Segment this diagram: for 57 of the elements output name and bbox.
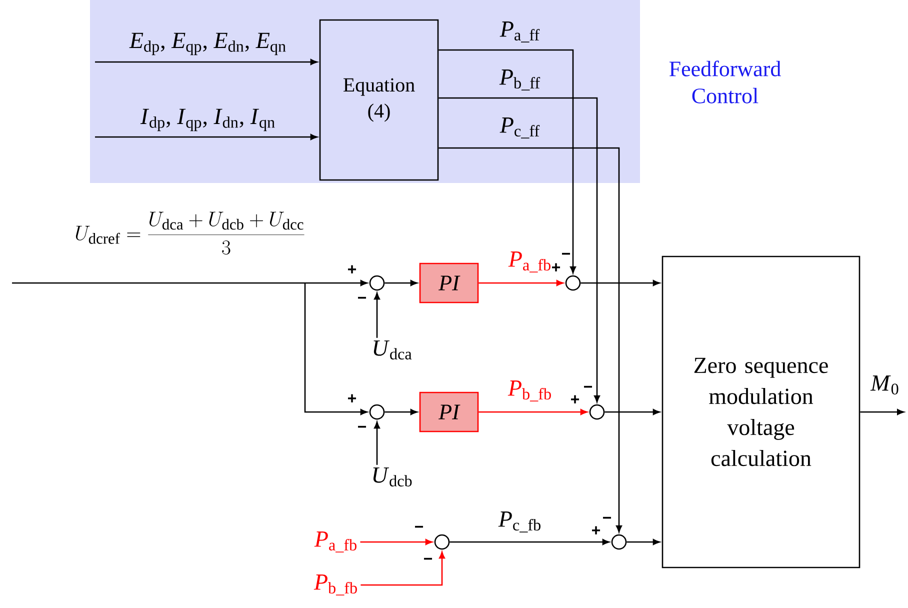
arrow — [374, 292, 380, 338]
sign-label: − — [424, 558, 432, 560]
arrow — [478, 409, 588, 415]
calculation-box: Zero sequence modulation voltage calculation — [662, 256, 860, 568]
summing-junction — [434, 534, 450, 550]
arrow — [478, 280, 564, 286]
sign-label: − — [562, 252, 570, 255]
edge-label: P$_{a_fb}$ — [508, 252, 550, 272]
sign-label: + — [571, 395, 580, 404]
edge-label: I$_{dp}$, I$_{qp}$, I$_{dn}$, I$_{qn}$ — [140, 108, 275, 132]
edge-label: P$_{c_ff}$ — [500, 118, 540, 138]
edge-label: $U_{\mathrm{dcref}} = \frac{U_{\mathrm{dca}} + U_{\mathrm{dcb}} + U_{\mathrm{dcc}}}{3}$ — [76, 212, 304, 255]
sign-label: − — [358, 296, 366, 299]
sign-label: − — [584, 386, 592, 388]
summing-junction — [369, 275, 385, 291]
sign-label: + — [592, 526, 600, 534]
arrow — [304, 283, 368, 415]
arrow — [580, 280, 660, 286]
edge-label: P$_{a_ff}$ — [500, 22, 540, 42]
sign-label: + — [348, 394, 356, 402]
edge-label: E$_{dp}$, E$_{qp}$, E$_{dn}$, E$_{qn}$ — [129, 32, 286, 56]
sign-label: − — [415, 526, 424, 528]
arrow — [95, 134, 318, 140]
arrow — [450, 539, 610, 545]
summing-junction — [611, 534, 627, 550]
arrow — [626, 539, 660, 545]
sign-label: + — [552, 263, 560, 272]
arrow — [95, 59, 318, 65]
summing-junction — [589, 404, 605, 420]
arrow — [360, 539, 432, 545]
summing-junction — [565, 275, 581, 291]
signal-label: U$_{dca}$ — [374, 340, 412, 360]
edge-label: P$_{c_fb}$ — [498, 512, 540, 532]
arrow — [374, 422, 380, 465]
signal-label: P$_{a_fb}$ — [314, 532, 356, 552]
arrow — [860, 409, 904, 415]
arrow — [384, 280, 418, 286]
sign-label: − — [603, 516, 612, 519]
edge-label: P$_{b_fb}$ — [508, 380, 551, 402]
arrow — [384, 409, 418, 415]
equation-box: Equation (4) — [319, 19, 439, 181]
sign-label: + — [348, 265, 356, 274]
signal-label: U$_{dcb}$ — [373, 468, 412, 486]
edge-label: M$_{0}$ — [870, 376, 898, 394]
arrow — [438, 49, 576, 274]
pi-block: PI — [419, 392, 479, 432]
sign-label: − — [358, 426, 366, 428]
pi-block: PI — [419, 262, 479, 304]
arrow — [604, 409, 660, 415]
arrow — [438, 97, 600, 402]
arrow — [12, 280, 368, 286]
arrow — [360, 552, 445, 586]
edge-label: P$_{b_ff}$ — [499, 70, 540, 90]
signal-label: P$_{b_fb}$ — [314, 574, 357, 596]
band-heading: Feedforward Control — [669, 60, 781, 104]
arrow — [438, 147, 622, 532]
summing-junction — [369, 404, 385, 420]
